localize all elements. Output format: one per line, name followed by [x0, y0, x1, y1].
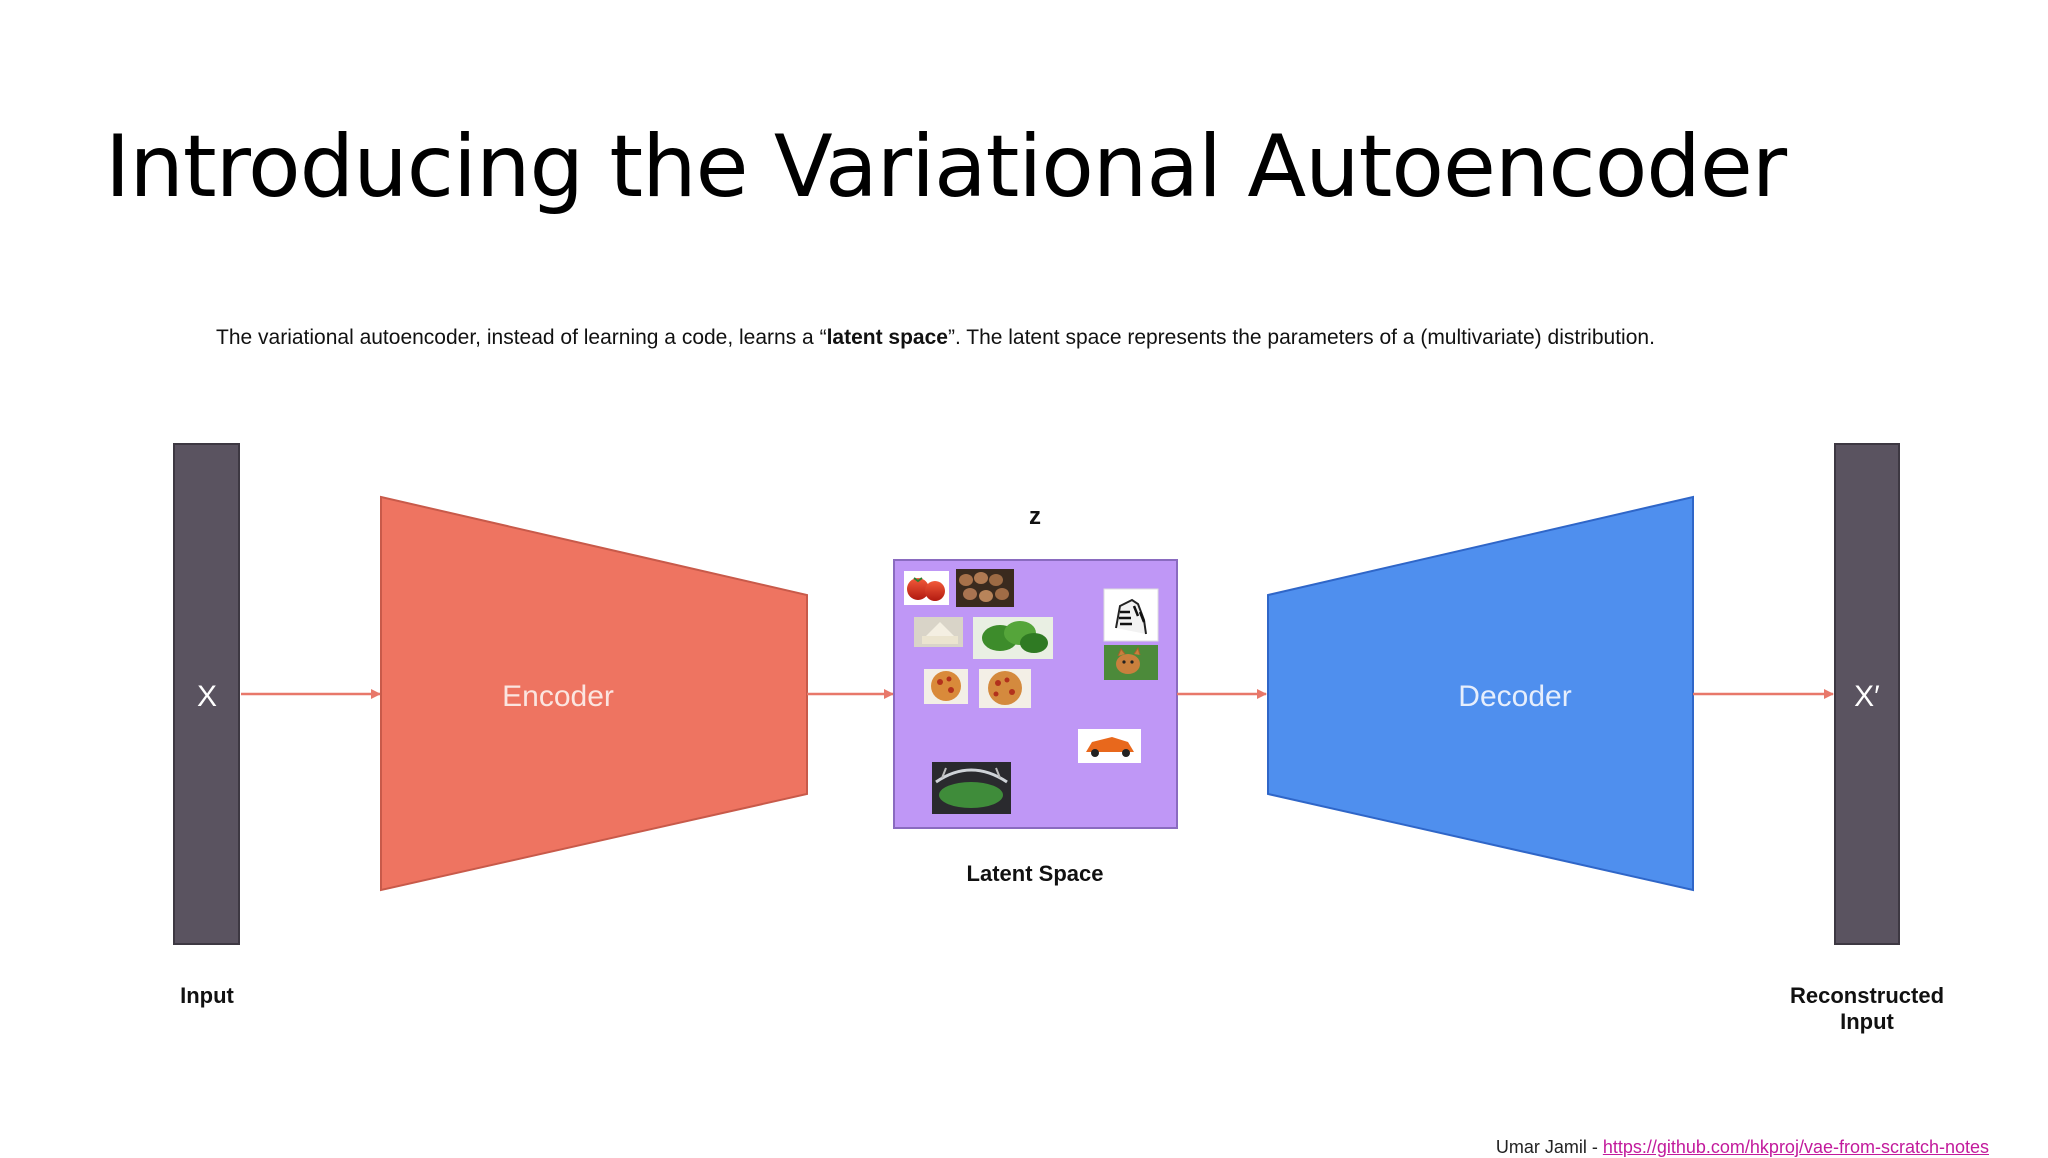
- zebra-image: [1103, 588, 1159, 642]
- latent-space-label: Latent Space: [967, 861, 1104, 886]
- lettuce-image: [973, 617, 1053, 659]
- reconstructed-input-label: Reconstructed Input: [1767, 983, 1967, 1035]
- sports-car-image: [1078, 729, 1141, 763]
- cheese-image: [914, 617, 963, 647]
- description-bold-term: latent space: [826, 326, 948, 349]
- output-bar: [1834, 443, 1900, 945]
- footer-author: Umar Jamil -: [1495, 1137, 1603, 1157]
- slide-title: Introducing the Variational Autoencoder: [105, 117, 1787, 217]
- description-text-before: The variational autoencoder, instead of …: [216, 326, 827, 349]
- footer-credit: Umar Jamil - https://github.com/hkproj/v…: [1496, 1137, 1989, 1158]
- eggs-image: [956, 569, 1014, 607]
- slide-description: The variational autoencoder, instead of …: [216, 326, 1655, 350]
- description-text-after: ”. The latent space represents the param…: [947, 326, 1655, 349]
- latent-symbol: z: [1029, 503, 1041, 530]
- stadium-image: [932, 762, 1011, 814]
- input-symbol: X: [197, 680, 217, 713]
- footer-link[interactable]: https://github.com/hkproj/vae-from-scrat…: [1602, 1137, 1989, 1157]
- pizza-image: [979, 669, 1031, 708]
- decoder-label: Decoder: [1458, 680, 1571, 713]
- reconstructed-input-line1: Reconstructed: [1789, 983, 1945, 1008]
- reconstructed-input-line2: Input: [1840, 1009, 1894, 1034]
- output-symbol: X′: [1854, 680, 1880, 713]
- tomato-image: [904, 571, 949, 605]
- input-bar: [173, 443, 240, 945]
- encoder-label: Encoder: [502, 680, 614, 713]
- encoder-block: [380, 495, 808, 892]
- cat-image: [1104, 645, 1158, 680]
- decoder-block: [1267, 495, 1694, 892]
- input-label: Input: [180, 983, 234, 1008]
- pizza-image: [924, 669, 968, 704]
